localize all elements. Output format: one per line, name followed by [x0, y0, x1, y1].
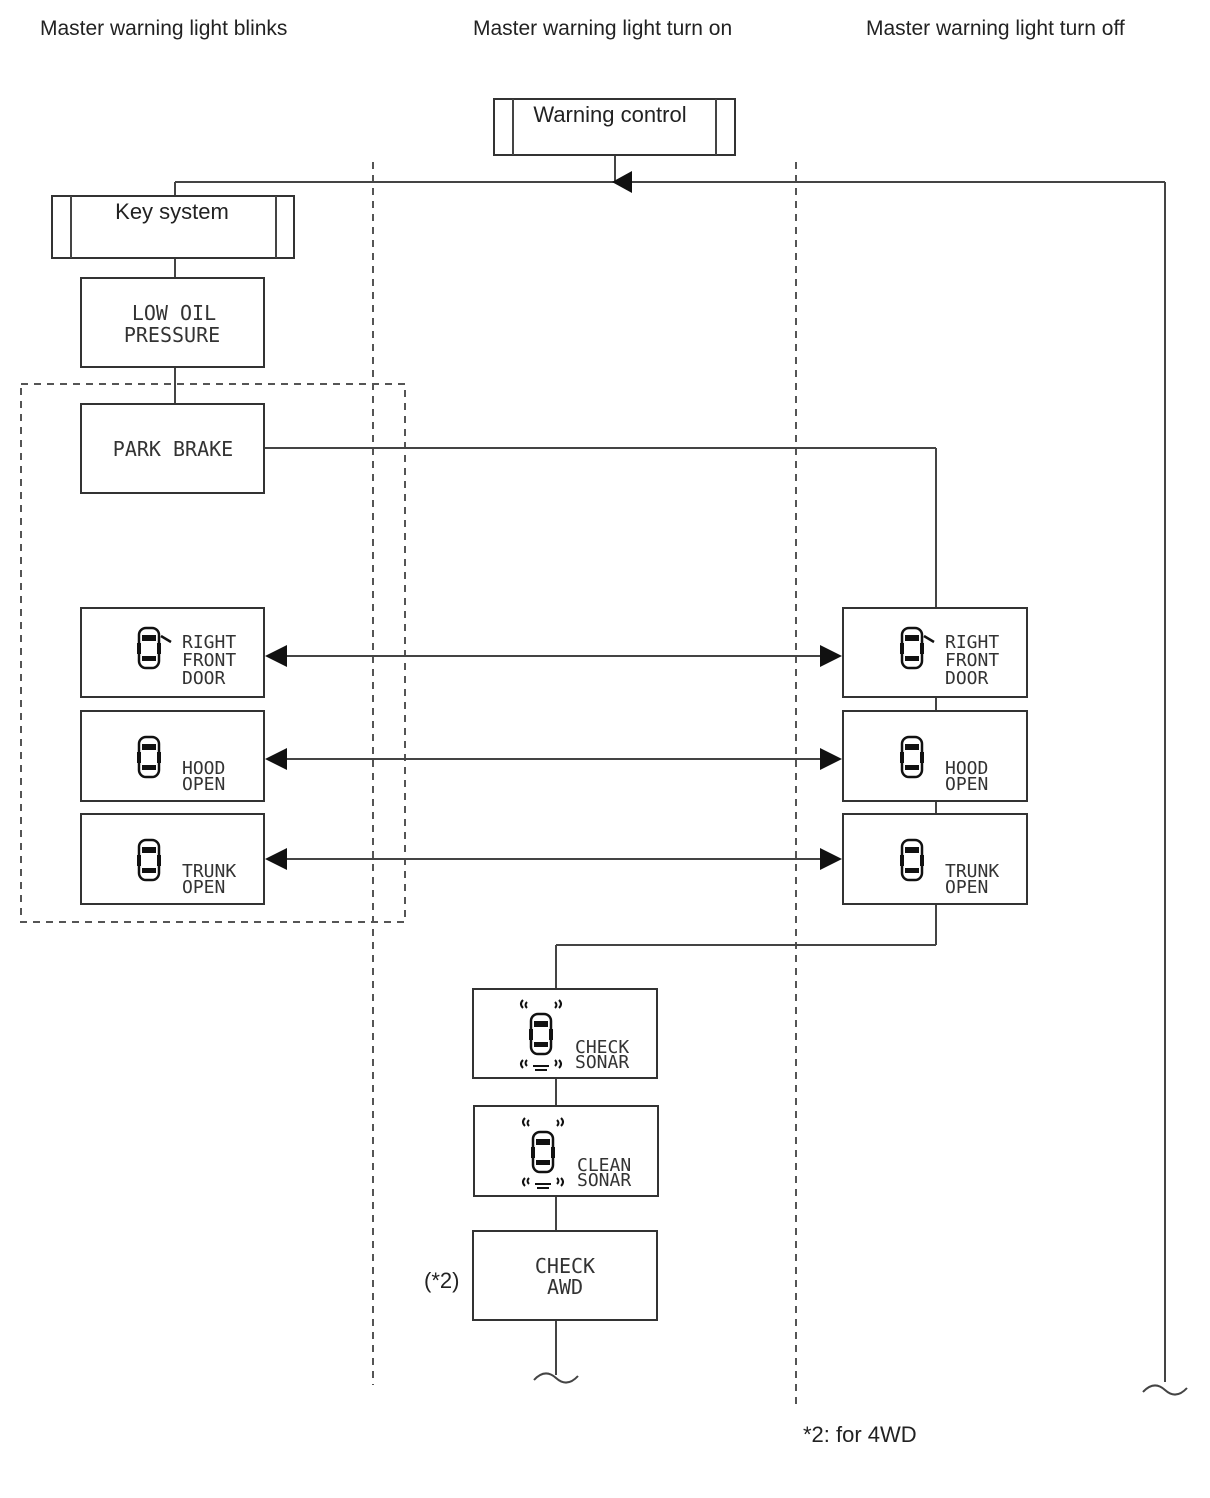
blink-hood-line-2: OPEN: [182, 774, 225, 795]
clean-sonar-line-1: CLEAN: [577, 1155, 631, 1176]
door-link-arrow: [265, 645, 842, 667]
check-awd-line-1: CHECK: [535, 1254, 595, 1278]
blink-right-front-door-box: RIGHT FRONT DOOR: [80, 607, 265, 698]
off-trunk-open-box: TRUNK OPEN: [842, 813, 1028, 905]
car-door-open-icon: [137, 626, 172, 670]
low-oil-line-2: PRESSURE: [124, 323, 220, 347]
off-door-line-1: RIGHT: [945, 632, 999, 653]
clean-sonar-line-2: SONAR: [577, 1170, 631, 1191]
check-sonar-line-1: CHECK: [575, 1037, 629, 1058]
blink-trunk-line-1: TRUNK: [182, 861, 236, 882]
blink-trunk-line-2: OPEN: [182, 877, 225, 898]
check-awd-box: CHECK AWD: [472, 1230, 658, 1321]
off-trunk-line-2: OPEN: [945, 877, 988, 898]
low-oil-line-1: LOW OIL: [132, 301, 216, 325]
car-hood-icon: [137, 735, 161, 779]
hood-link-arrow: [265, 748, 842, 770]
key-system-label: Key system: [115, 199, 229, 224]
off-hood-open-box: HOOD OPEN: [842, 710, 1028, 802]
blink-door-line-3: DOOR: [182, 668, 226, 689]
car-trunk-icon: [900, 838, 924, 882]
blink-group-outline: [20, 383, 406, 923]
awd-note-marker: (*2): [424, 1268, 459, 1293]
blink-hood-open-box: HOOD OPEN: [80, 710, 265, 802]
trunk-link-arrow: [265, 848, 842, 870]
check-sonar-line-2: SONAR: [575, 1052, 629, 1073]
blink-door-line-2: FRONT: [182, 650, 236, 671]
low-oil-pressure-box: LOW OIL PRESSURE: [80, 277, 265, 368]
column-heading-turn-off: Master warning light turn off: [866, 17, 1125, 40]
off-hood-line-1: HOOD: [945, 758, 988, 779]
column-heading-turn-on: Master warning light turn on: [473, 17, 732, 40]
key-system-box: Key system: [51, 195, 295, 259]
park-brake-label: PARK BRAKE: [113, 437, 233, 461]
warning-control-box: Warning control: [493, 98, 736, 156]
blink-door-line-1: RIGHT: [182, 632, 236, 653]
off-hood-line-2: OPEN: [945, 774, 988, 795]
clean-sonar-box: CLEAN SONAR: [473, 1105, 659, 1197]
park-brake-box: PARK BRAKE: [80, 403, 265, 494]
car-hood-icon: [900, 735, 924, 779]
off-trunk-line-1: TRUNK: [945, 861, 999, 882]
check-sonar-box: CHECK SONAR: [472, 988, 658, 1079]
junction-arrow-icon: [612, 171, 632, 193]
off-door-line-2: FRONT: [945, 650, 999, 671]
connection-wires: [174, 155, 1188, 1396]
car-door-open-icon: [900, 626, 935, 670]
column-heading-blinks: Master warning light blinks: [40, 17, 287, 40]
off-right-front-door-box: RIGHT FRONT DOOR: [842, 607, 1028, 698]
blink-hood-line-1: HOOD: [182, 758, 225, 779]
check-awd-line-2: AWD: [547, 1275, 583, 1299]
off-door-line-3: DOOR: [945, 668, 989, 689]
warning-control-label: Warning control: [533, 102, 686, 127]
blink-trunk-open-box: TRUNK OPEN: [80, 813, 265, 905]
car-trunk-icon: [137, 838, 161, 882]
footnote-4wd: *2: for 4WD: [803, 1422, 917, 1447]
